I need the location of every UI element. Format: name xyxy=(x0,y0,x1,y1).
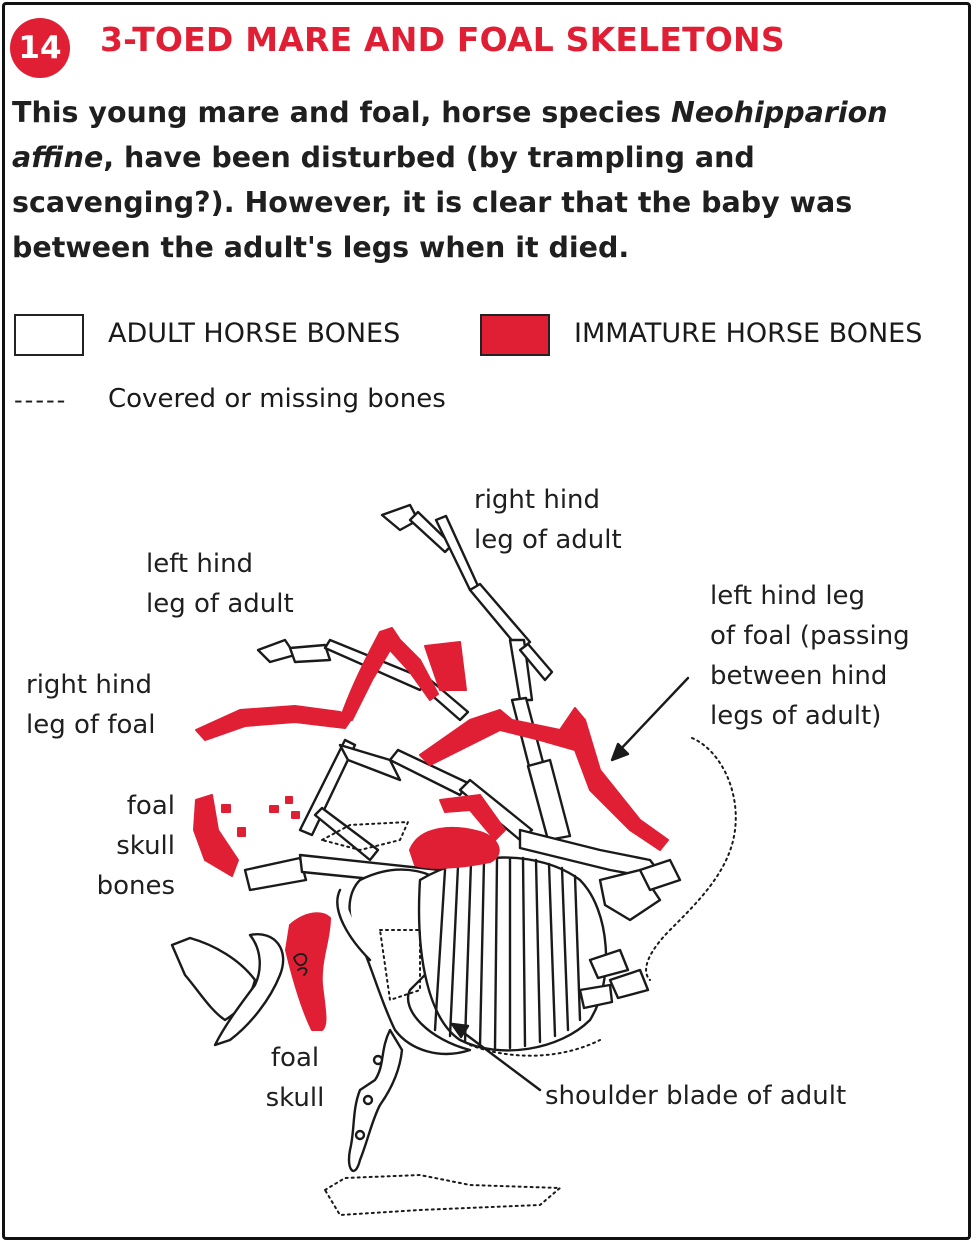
foal-bones xyxy=(193,627,669,1031)
page-title: 3-TOED MARE AND FOAL SKELETONS xyxy=(100,20,785,59)
adult-right-hind-leg xyxy=(380,503,572,842)
label-foal-skull: foal skull xyxy=(265,1043,325,1113)
legend-label-adult: ADULT HORSE BONES xyxy=(108,318,401,349)
legend-dashed-line-icon: ----- xyxy=(14,386,68,414)
section-number-badge: 14 xyxy=(10,18,70,78)
species-name: Neohipparion affine xyxy=(12,96,888,174)
intro-text-before: This young mare and foal, horse species xyxy=(12,96,671,129)
label-right-hind-leg-foal: right hind leg of foal xyxy=(26,670,156,740)
covered-bones-outline xyxy=(321,737,737,1216)
adult-skull-fragment xyxy=(170,933,285,1047)
label-shoulder-blade-adult: shoulder blade of adult xyxy=(545,1081,847,1111)
adult-neck-vertebrae xyxy=(347,1028,404,1173)
label-foal-skull-bones: foal skull bones xyxy=(96,791,175,901)
adult-vertebrae xyxy=(578,858,682,1010)
label-left-hind-leg-adult: left hind leg of adult xyxy=(146,549,294,619)
adult-rib-cage xyxy=(417,856,608,1052)
annotation-arrows xyxy=(450,676,690,1092)
label-right-hind-leg-adult: right hind leg of adult xyxy=(474,485,622,555)
label-left-hind-leg-foal: left hind leg of foal (passing between h… xyxy=(710,581,910,731)
legend-swatch-immature xyxy=(480,314,550,356)
intro-paragraph: This young mare and foal, horse species … xyxy=(12,90,952,270)
legend-label-missing: Covered or missing bones xyxy=(108,384,446,414)
intro-text-after: , have been disturbed (by trampling and … xyxy=(12,141,853,264)
legend-label-immature: IMMATURE HORSE BONES xyxy=(574,318,923,349)
legend-swatch-adult xyxy=(14,314,84,356)
